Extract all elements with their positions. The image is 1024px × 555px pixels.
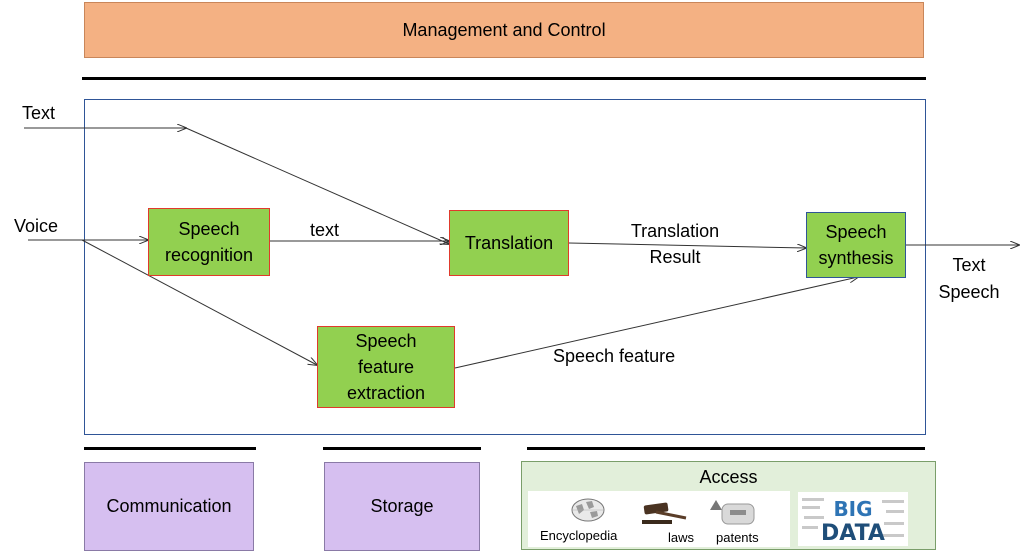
feature-extraction-line1: Speech bbox=[355, 331, 417, 351]
text-input-label: Text bbox=[22, 103, 56, 123]
output-text-label: Text bbox=[952, 255, 986, 275]
translation-label: Translation bbox=[464, 233, 554, 253]
communication-label: Communication bbox=[106, 496, 232, 516]
communication-divider bbox=[84, 447, 256, 450]
resource-patents: patents bbox=[716, 530, 759, 545]
top-divider bbox=[82, 77, 926, 80]
edge-label-translation-result: Translation Result bbox=[615, 218, 735, 270]
arrow-feature-to-synthesis bbox=[454, 277, 858, 369]
communication-box: Communication bbox=[84, 462, 254, 551]
edge-label-speech-feature: Speech feature bbox=[553, 346, 676, 366]
storage-divider bbox=[323, 447, 481, 450]
translation-result-line1: Translation bbox=[630, 221, 720, 241]
processing-frame bbox=[84, 99, 926, 435]
speech-synthesis-line2: synthesis bbox=[818, 248, 894, 268]
feature-extraction-line3: extraction bbox=[346, 383, 426, 403]
arrow-text-to-translation bbox=[185, 127, 449, 244]
wikipedia-globe-icon bbox=[571, 498, 605, 522]
speech-recognition-line2: recognition bbox=[164, 245, 254, 265]
access-divider bbox=[527, 447, 925, 450]
output-labels: Text Speech bbox=[930, 252, 1008, 306]
patent-document-icon bbox=[710, 500, 755, 525]
management-and-control-box: Management and Control bbox=[84, 2, 924, 58]
resource-laws: laws bbox=[668, 530, 695, 545]
translation-result-line2: Result bbox=[649, 247, 701, 267]
speech-synthesis-box: Speech synthesis bbox=[806, 212, 906, 278]
storage-box: Storage bbox=[324, 462, 480, 551]
speech-feature-extraction-box: Speech feature extraction bbox=[317, 326, 455, 408]
svg-text:DATA: DATA bbox=[821, 521, 885, 546]
feature-extraction-line2: feature bbox=[357, 357, 415, 377]
storage-label: Storage bbox=[370, 496, 434, 516]
output-speech-label: Speech bbox=[938, 282, 1000, 302]
access-box: Access Encyclopedia laws patents BIG DAT… bbox=[521, 461, 936, 550]
translation-box: Translation bbox=[449, 210, 569, 276]
speech-synthesis-line1: Speech bbox=[825, 222, 887, 242]
speech-recognition-box: Speech recognition bbox=[148, 208, 270, 276]
big-data-logo-icon: BIG DATA bbox=[798, 492, 908, 546]
access-title: Access bbox=[699, 467, 758, 487]
arrow-translation-to-synthesis bbox=[568, 242, 806, 248]
edge-label-text: text bbox=[310, 220, 340, 240]
resource-encyclopedia: Encyclopedia bbox=[540, 528, 618, 543]
voice-input-label: Voice bbox=[14, 216, 59, 236]
gavel-icon bbox=[642, 502, 687, 524]
svg-text:BIG: BIG bbox=[833, 497, 872, 521]
speech-recognition-line1: Speech bbox=[178, 219, 240, 239]
arrow-voice-to-feature bbox=[81, 239, 317, 365]
management-label: Management and Control bbox=[402, 19, 606, 40]
